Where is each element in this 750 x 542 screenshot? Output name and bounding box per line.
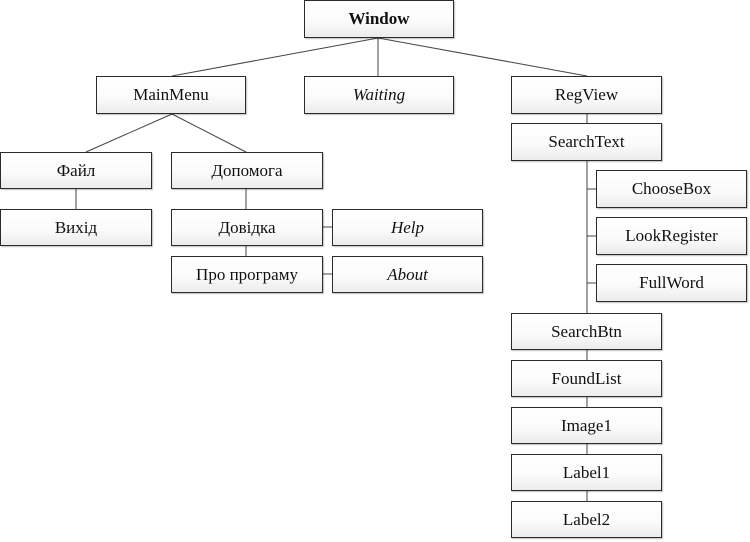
edge-mainmenu-help (171, 113, 247, 153)
node-waiting: Waiting (304, 76, 454, 114)
edge-window-regview (377, 37, 588, 77)
node-regview: RegView (511, 76, 662, 114)
node-mainmenu: MainMenu (96, 76, 246, 114)
node-help-menu: Допомога (171, 152, 323, 189)
node-label2: Label2 (511, 501, 662, 538)
node-reference: Довідка (171, 209, 323, 246)
node-searchtext: SearchText (511, 123, 662, 161)
node-searchbtn: SearchBtn (511, 313, 662, 350)
node-about: About (332, 256, 483, 293)
node-foundlist: FoundList (511, 360, 662, 397)
node-label1: Label1 (511, 454, 662, 491)
node-file: Файл (0, 152, 152, 189)
node-lookregister: LookRegister (596, 217, 747, 255)
node-fullword: FullWord (596, 264, 747, 302)
node-exit: Вихід (0, 209, 152, 246)
node-window: Window (304, 0, 454, 38)
edge-mainmenu-file (85, 113, 173, 153)
edge-window-mainmenu (171, 37, 379, 77)
node-image1: Image1 (511, 407, 662, 444)
node-choosebox: ChooseBox (596, 170, 747, 208)
node-help: Help (332, 209, 483, 246)
node-about-program: Про програму (171, 256, 323, 293)
